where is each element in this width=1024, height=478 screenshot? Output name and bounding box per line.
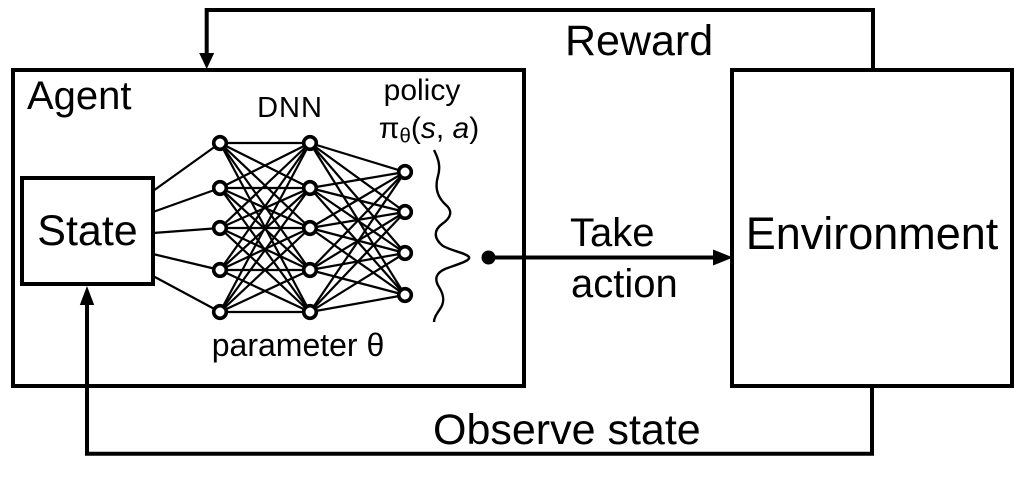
pi-symbol: π <box>378 112 400 145</box>
theta-subscript: θ <box>399 125 411 148</box>
reward-arrow <box>199 8 875 70</box>
policy-formula: πθ(s, a) <box>349 114 509 147</box>
state-variable: s <box>420 112 436 145</box>
take-action-label-line2: action <box>571 262 678 306</box>
environment-label: Environment <box>745 207 999 259</box>
arrowhead-down-icon <box>199 53 215 69</box>
agent-label: Agent <box>27 74 132 118</box>
state-box: State <box>20 176 155 286</box>
parameter-theta-label: parameter θ <box>211 327 385 363</box>
paren-open: ( <box>410 112 421 145</box>
environment-box: Environment <box>730 68 1014 388</box>
dnn-label: DNN <box>257 92 323 124</box>
action-variable: a <box>452 112 470 145</box>
paren-close: ) <box>469 112 480 145</box>
comma: , <box>435 112 453 145</box>
take-action-label-line1: Take <box>570 211 655 255</box>
reward-label: Reward <box>565 17 714 65</box>
observe-state-label: Observe state <box>433 406 701 454</box>
policy-label: policy <box>383 74 461 107</box>
state-label: State <box>37 206 138 255</box>
